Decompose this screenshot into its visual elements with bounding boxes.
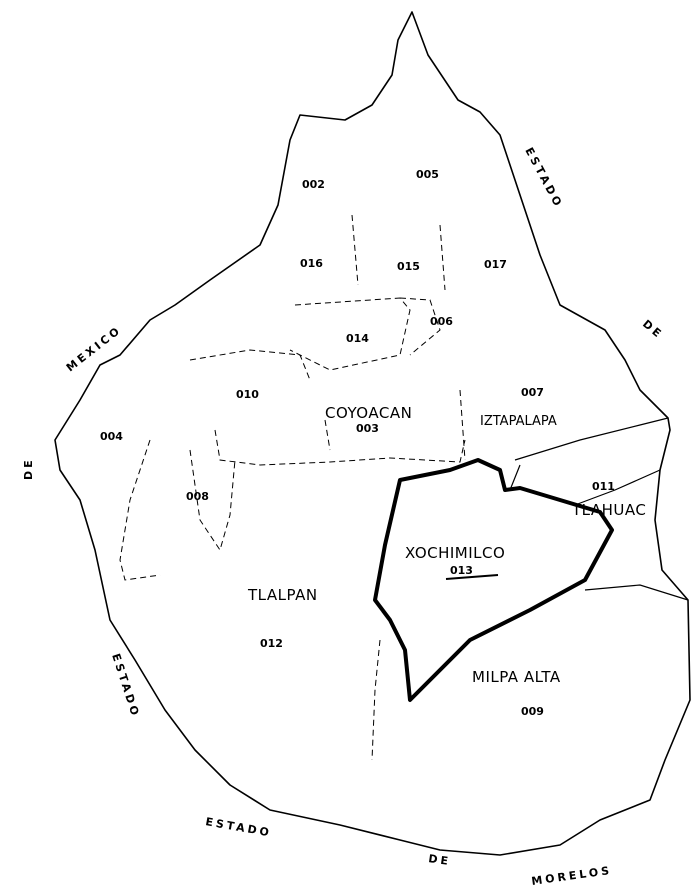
code-005: 005 xyxy=(416,168,439,181)
border-label-south-de: DE xyxy=(428,852,452,868)
name-coyoacan: COYOACAN xyxy=(325,404,412,422)
name-tlalpan: TLALPAN xyxy=(247,586,318,604)
boundary-line xyxy=(119,439,381,761)
name-iztapalapa: IZTAPALAPA xyxy=(480,414,557,429)
border-label-south-estado: ESTADO xyxy=(204,815,272,839)
name-tlahuac: TLAHUAC xyxy=(571,501,646,519)
code-010: 010 xyxy=(236,388,259,401)
code-012: 012 xyxy=(260,637,283,650)
border-label-west-mexico: MEXICO xyxy=(64,323,124,374)
xochimilco-outline xyxy=(373,458,614,702)
border-label-southwest-estado: ESTADO xyxy=(109,652,142,720)
code-017: 017 xyxy=(484,258,507,271)
code-013: 013 xyxy=(450,564,473,577)
code-014: 014 xyxy=(346,332,369,345)
code-013-underline xyxy=(445,574,499,580)
boundary-line xyxy=(584,584,689,601)
border-label-east-de: DE xyxy=(640,317,666,342)
code-004: 004 xyxy=(100,430,123,443)
boundary-line xyxy=(514,417,669,461)
boundary-line xyxy=(509,464,661,506)
code-016: 016 xyxy=(300,257,323,270)
code-003: 003 xyxy=(356,422,379,435)
border-label-west-de: DE xyxy=(22,457,35,480)
code-007: 007 xyxy=(521,386,544,399)
district-outline xyxy=(54,11,691,856)
code-008: 008 xyxy=(186,490,209,503)
code-009: 009 xyxy=(521,705,544,718)
border-label-south-morelos: MORELOS xyxy=(531,864,613,888)
code-002: 002 xyxy=(302,178,325,191)
name-milpa-alta: MILPA ALTA xyxy=(472,668,561,686)
boundary-line xyxy=(189,349,466,466)
border-label-east-estado: ESTADO xyxy=(522,145,565,210)
boundary-line xyxy=(289,214,446,371)
code-015: 015 xyxy=(397,260,420,273)
name-xochimilco: XOCHIMILCO xyxy=(405,544,505,562)
code-011: 011 xyxy=(592,480,615,493)
code-006: 006 xyxy=(430,315,453,328)
